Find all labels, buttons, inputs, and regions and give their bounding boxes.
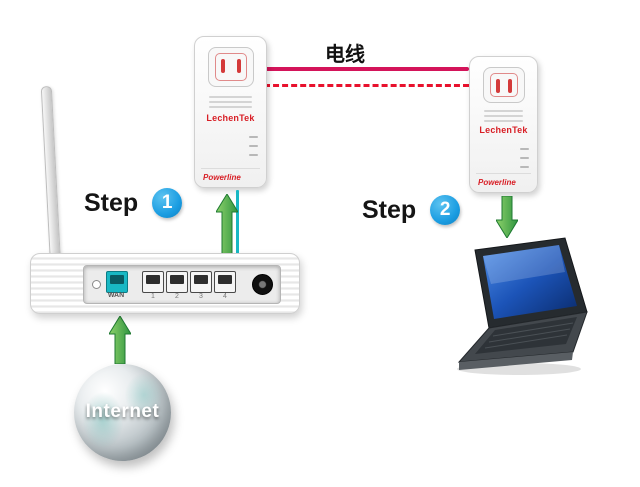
lan-port-1 — [142, 271, 164, 293]
socket-ring — [489, 73, 518, 97]
lan-port-label-1: 1 — [151, 293, 155, 300]
wan-port-label: WAN — [107, 292, 125, 299]
step-2: Step 2 — [362, 195, 461, 225]
status-led-column — [249, 129, 258, 163]
port-jack — [170, 275, 184, 284]
power-jack — [252, 274, 273, 295]
lan-port-labels: 1 2 3 4 — [142, 293, 236, 300]
powerline-adapter-2: LechenTek Powerline — [469, 56, 538, 193]
ethernet-cable-line — [236, 190, 239, 270]
socket-slot-right — [507, 79, 512, 93]
arrow-adapter2-to-laptop — [495, 195, 519, 243]
divider-line — [201, 168, 260, 169]
vent-grill — [484, 107, 523, 125]
lan-port-label-3: 3 — [199, 293, 203, 300]
status-led-column — [520, 141, 529, 175]
power-line-solid — [264, 67, 469, 71]
up-arrow-icon — [215, 193, 239, 259]
router-port-panel: WAN 1 2 3 4 — [83, 265, 281, 304]
router-antenna — [40, 85, 61, 264]
wireless-router: WAN 1 2 3 4 — [30, 253, 300, 314]
socket-slot-left — [495, 79, 500, 93]
power-line-dashed — [264, 84, 469, 87]
lan-port-label-4: 4 — [223, 293, 227, 300]
socket-slot-left — [220, 59, 225, 73]
lan-port-label-2: 2 — [175, 293, 179, 300]
step-1-number-badge: 1 — [152, 188, 183, 218]
port-jack — [110, 275, 124, 284]
laptop — [447, 232, 597, 377]
arrow-internet-to-router — [108, 315, 132, 369]
outlet-socket-face — [482, 67, 525, 103]
adapter-model-label: Powerline — [478, 178, 516, 187]
port-jack — [218, 275, 232, 284]
step-2-label: Step — [362, 195, 417, 224]
down-arrow-icon — [495, 195, 519, 239]
up-arrow-icon — [108, 315, 132, 365]
internet-label: Internet — [85, 400, 160, 422]
step-2-number-badge: 2 — [430, 195, 461, 225]
internet-globe: Internet — [74, 364, 171, 461]
step-1-label: Step — [84, 188, 139, 217]
cable-label: 电线 — [325, 44, 365, 66]
step-1: Step 1 — [84, 188, 183, 218]
adapter-model-label: Powerline — [203, 173, 241, 182]
port-jack — [194, 275, 208, 284]
power-led — [92, 280, 101, 289]
outlet-socket-face — [207, 47, 254, 87]
port-jack — [146, 275, 160, 284]
adapter-brand-label: LechenTek — [479, 125, 528, 135]
lan-port-3 — [190, 271, 212, 293]
vent-grill — [209, 93, 252, 111]
wan-port — [106, 271, 128, 293]
lan-port-4 — [214, 271, 236, 293]
lan-port-2 — [166, 271, 188, 293]
socket-slot-right — [236, 59, 241, 73]
powerline-adapter-1: LechenTek Powerline — [194, 36, 267, 188]
laptop-illustration — [457, 237, 588, 375]
adapter-brand-label: LechenTek — [206, 113, 255, 123]
divider-line — [476, 173, 531, 174]
socket-ring — [214, 53, 247, 81]
lan-ports — [142, 271, 236, 293]
